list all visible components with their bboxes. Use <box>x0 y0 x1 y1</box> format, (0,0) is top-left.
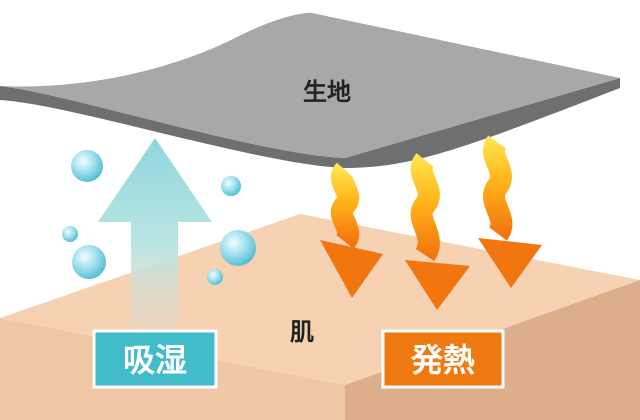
water-droplet-icon <box>220 230 256 266</box>
water-droplets <box>62 150 256 285</box>
moisture-badge: 吸湿 <box>92 329 218 389</box>
fabric-top-surface <box>0 12 620 158</box>
moisture-label: 吸湿 <box>123 341 187 379</box>
wavy-down-arrow-icon <box>320 162 383 298</box>
wavy-down-arrow-icon <box>478 135 542 288</box>
fabric-sheet <box>0 12 620 168</box>
water-droplet-icon <box>62 226 78 242</box>
fabric-edge <box>0 78 620 168</box>
heat-badge: 発熱 <box>381 329 505 389</box>
fabric-label: 生地 <box>303 78 351 106</box>
water-droplet-icon <box>221 176 241 196</box>
skin-label: 肌 <box>290 318 314 346</box>
water-droplet-icon <box>71 150 103 182</box>
moisture-up-arrow-icon <box>98 138 212 330</box>
skin-block <box>0 214 640 420</box>
heat-label: 発熱 <box>410 341 475 379</box>
water-droplet-icon <box>72 245 106 279</box>
wavy-down-arrow-icon <box>405 153 470 310</box>
water-droplet-icon <box>207 269 223 285</box>
heat-arrows <box>320 135 542 310</box>
